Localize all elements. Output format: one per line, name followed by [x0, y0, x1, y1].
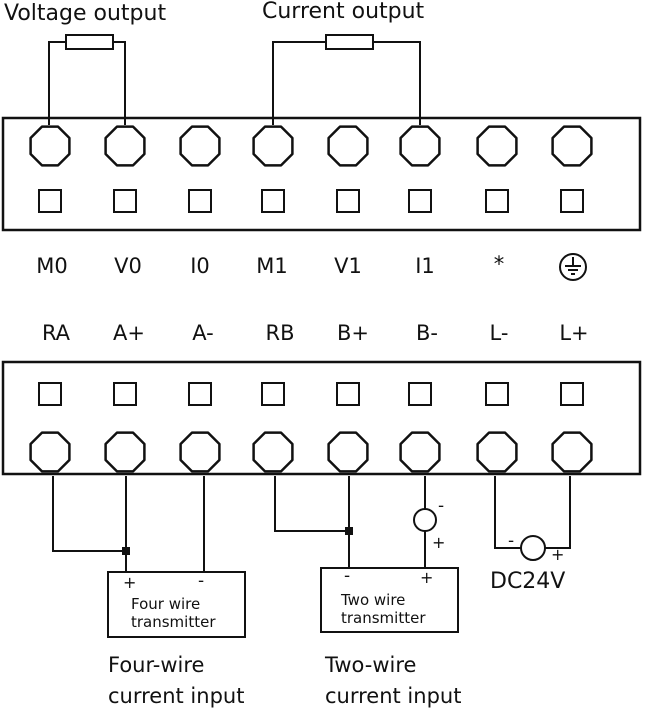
screw-terminal-ground — [551, 125, 593, 167]
screw-terminal-m1 — [252, 125, 294, 167]
terminal-marker-bplus — [336, 382, 360, 406]
bottom-square-row — [38, 382, 584, 406]
screw-terminal-ra — [29, 431, 71, 473]
four-wire-junction-dot — [122, 547, 130, 555]
terminal-marker-lminus — [485, 382, 509, 406]
power-plus-sign: + — [551, 545, 565, 564]
two-wire-rb-wire — [274, 476, 349, 532]
screw-terminal-bplus — [327, 431, 369, 473]
power-minus-sign: - — [508, 531, 515, 551]
current-output-wire — [272, 41, 326, 125]
terminal-label-bplus: B+ — [336, 321, 370, 345]
terminal-marker-v1 — [336, 189, 360, 213]
terminal-label-i0: I0 — [190, 254, 210, 278]
screw-terminal-bminus — [399, 431, 441, 473]
screw-terminal-m0 — [29, 125, 71, 167]
ammeter-symbol — [413, 508, 437, 532]
terminal-label-star: * — [493, 252, 505, 276]
power-supply-label: DC24V — [490, 569, 566, 594]
terminal-marker-bminus — [408, 382, 432, 406]
terminal-marker-i0 — [188, 189, 212, 213]
terminal-label-v0: V0 — [114, 254, 142, 278]
two-wire-box-line1: Two wire — [341, 591, 406, 609]
current-output-wire-right — [373, 41, 421, 125]
two-wire-transmitter-box — [320, 567, 459, 633]
terminal-label-lplus: L+ — [559, 321, 589, 345]
bottom-screw-row — [29, 431, 593, 473]
terminal-marker-ground — [560, 189, 584, 213]
power-source-symbol — [520, 535, 546, 561]
voltage-output-label: Voltage output — [4, 1, 167, 26]
terminal-label-i1: I1 — [415, 254, 435, 278]
screw-terminal-aplus — [104, 431, 146, 473]
two-wire-plus-sign: + — [420, 568, 434, 587]
two-wire-box-line2: transmitter — [341, 609, 426, 627]
two-wire-caption-line1: Two-wire — [325, 653, 417, 677]
terminal-label-m1: M1 — [256, 254, 288, 278]
bottom-terminal-block — [1, 360, 642, 476]
ground-icon — [559, 253, 587, 281]
terminal-label-m0: M0 — [36, 254, 68, 278]
four-wire-caption-line2: current input — [108, 684, 245, 708]
current-output-label: Current output — [262, 0, 425, 24]
screw-terminal-v1 — [327, 125, 369, 167]
terminal-marker-i1 — [408, 189, 432, 213]
power-lminus-wire — [494, 476, 521, 549]
four-wire-box-line1: Four wire — [131, 595, 201, 613]
terminal-marker-aminus — [188, 382, 212, 406]
terminal-label-v1: V1 — [334, 254, 362, 278]
meter-minus-sign: - — [438, 496, 445, 516]
terminal-label-rb: RB — [265, 321, 295, 345]
top-square-row — [38, 189, 584, 213]
four-wire-transmitter-box — [107, 571, 246, 638]
terminal-marker-aplus — [113, 382, 137, 406]
screw-terminal-lminus — [476, 431, 518, 473]
terminal-label-ra: RA — [41, 321, 71, 345]
screw-terminal-i0 — [179, 125, 221, 167]
terminal-marker-m1 — [261, 189, 285, 213]
meter-plus-sign: + — [432, 533, 446, 552]
terminal-label-lminus: L- — [489, 321, 509, 345]
terminal-marker-v0 — [113, 189, 137, 213]
power-lplus-wire — [545, 476, 571, 549]
screw-terminal-i1 — [399, 125, 441, 167]
screw-terminal-aminus — [179, 431, 221, 473]
terminal-marker-ra — [38, 382, 62, 406]
terminal-marker-star — [485, 189, 509, 213]
voltage-output-wire — [48, 41, 66, 125]
terminal-label-aplus: A+ — [113, 321, 145, 345]
four-wire-ra-wire — [52, 476, 126, 552]
terminal-marker-rb — [261, 382, 285, 406]
terminal-label-bminus: B- — [416, 321, 438, 345]
four-wire-caption-line1: Four-wire — [108, 653, 205, 677]
two-wire-minus-sign: - — [344, 566, 351, 586]
terminal-label-aminus: A- — [192, 321, 214, 345]
four-wire-box-line2: transmitter — [131, 613, 216, 631]
top-terminal-block — [1, 116, 642, 232]
four-wire-minus-sign: - — [198, 571, 205, 591]
screw-terminal-lplus — [551, 431, 593, 473]
voltage-output-wire-right — [113, 41, 126, 125]
terminal-marker-lplus — [560, 382, 584, 406]
two-wire-caption-line2: current input — [325, 684, 462, 708]
screw-terminal-star — [476, 125, 518, 167]
voltage-output-resistor — [65, 34, 114, 50]
terminal-marker-m0 — [38, 189, 62, 213]
four-wire-plus-sign: + — [123, 573, 137, 592]
current-output-resistor — [325, 34, 374, 50]
screw-terminal-rb — [252, 431, 294, 473]
top-screw-row — [29, 125, 593, 167]
two-wire-junction-dot — [345, 527, 353, 535]
screw-terminal-v0 — [104, 125, 146, 167]
